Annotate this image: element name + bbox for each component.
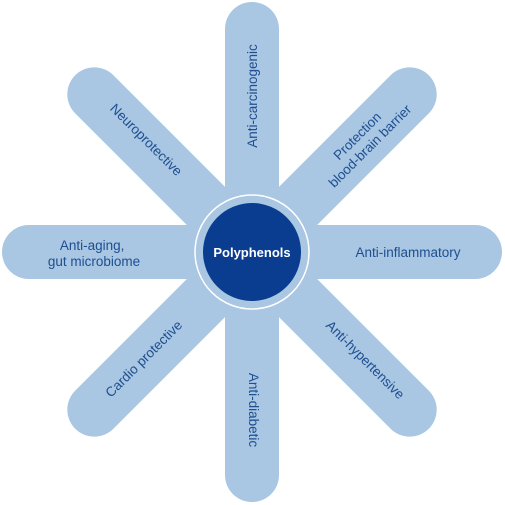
petal-anti-aging	[2, 225, 252, 279]
petal-anti-inflammatory	[252, 225, 502, 279]
label-anti-aging: Anti-aging, gut microbiome	[48, 238, 140, 269]
hub-label: Polyphenols	[213, 245, 290, 260]
label-anti-carcinogenic: Anti-carcinogenic	[245, 44, 260, 148]
petal-anti-diabetic	[225, 252, 279, 502]
label-anti-inflammatory: Anti-inflammatory	[355, 245, 460, 260]
petal-anti-carcinogenic	[225, 2, 279, 252]
center-hub: Polyphenols	[194, 194, 310, 310]
hub-core	[203, 203, 301, 301]
label-anti-diabetic: Anti-diabetic	[246, 373, 261, 448]
